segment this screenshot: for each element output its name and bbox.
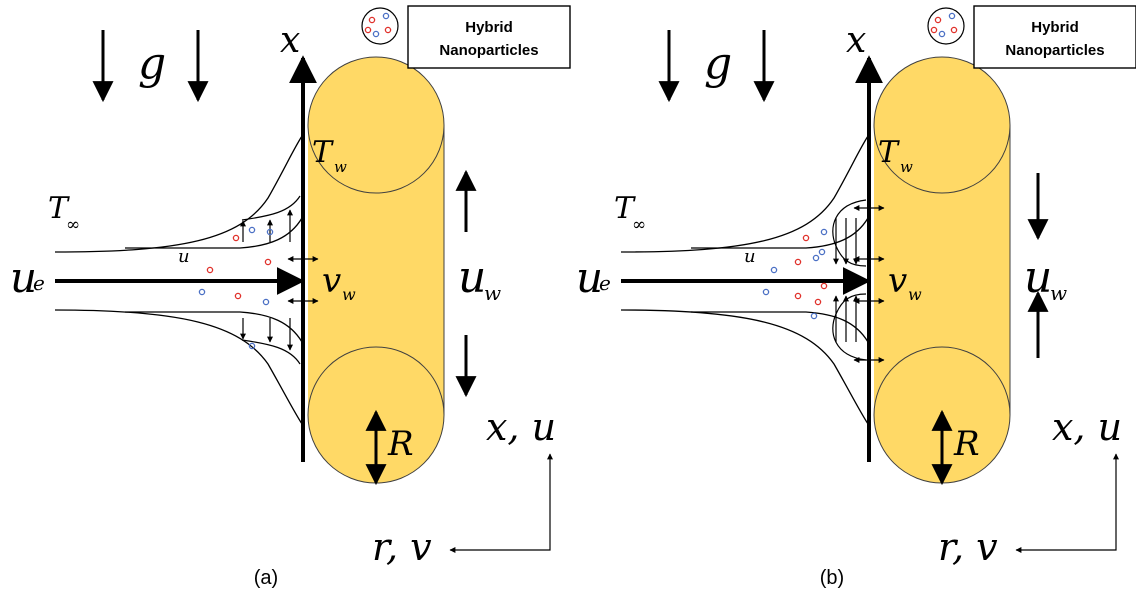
nanoparticle [206, 266, 214, 274]
nanoparticle [810, 312, 818, 320]
radius-label: R [953, 424, 980, 464]
wall-stretch-velocity-subscript: w [1050, 281, 1067, 305]
thermal-boundary-lower [54, 309, 303, 425]
wall-velocity-subscript: w [908, 285, 922, 304]
velocity-boundary-lower [125, 311, 303, 343]
ambient-temperature-label: T [48, 191, 70, 226]
legend-title-line1: Hybrid [465, 19, 513, 36]
nanoparticle [938, 30, 946, 38]
nanoparticle [232, 234, 240, 242]
ambient-temperature-subscript: ∞ [66, 215, 80, 235]
gravity-label: g [704, 38, 732, 89]
legend-title-line2: Nanoparticles [439, 42, 538, 59]
nanoparticle [812, 254, 820, 262]
cylinder-top-cap [873, 56, 1011, 194]
velocity-profile-upper [241, 195, 301, 221]
wall-temperature-subscript: w [334, 158, 347, 176]
legend-particle-icon [927, 7, 965, 45]
nanoparticle [384, 26, 392, 34]
velocity-profile-lower [832, 293, 867, 361]
velocity-profile-label: u [744, 246, 756, 267]
velocity-boundary-upper [691, 217, 869, 249]
nanoparticle [372, 30, 380, 38]
wall-stretch-velocity-subscript: w [484, 281, 501, 305]
nanoparticle [794, 258, 802, 266]
nanoparticle [820, 228, 828, 236]
coordinate-x-label: x, u [1052, 405, 1122, 449]
legend-box [407, 5, 571, 69]
coordinate-r-label: r, v [372, 525, 432, 569]
gravity-label: g [138, 38, 166, 89]
free-stream-velocity-subscript: e [599, 271, 611, 295]
free-stream-velocity-subscript: e [33, 271, 45, 295]
wall-stretch-velocity-label: u [458, 252, 486, 303]
nanoparticle [248, 226, 256, 234]
velocity-boundary-lower [691, 311, 869, 343]
nanoparticle [930, 26, 938, 34]
nanoparticle [368, 16, 376, 24]
legend-box [973, 5, 1136, 69]
velocity-profile-label: u [178, 246, 190, 267]
wall-temperature-subscript: w [900, 158, 913, 176]
wall-velocity-subscript: w [342, 285, 356, 304]
nanoparticle [818, 248, 826, 256]
free-stream-velocity-label: u [576, 253, 603, 302]
velocity-boundary-upper [125, 217, 303, 249]
nanoparticle [234, 292, 242, 300]
nanoparticle [814, 298, 822, 306]
wall-temperature-label: T [878, 135, 900, 170]
ambient-temperature-label: T [614, 191, 636, 226]
coordinate-axes [1015, 453, 1119, 553]
nanoparticle [948, 12, 956, 20]
x-axis-label: x [846, 20, 866, 61]
nanoparticle [794, 292, 802, 300]
ambient-temperature-subscript: ∞ [632, 215, 646, 235]
legend-title-line1: Hybrid [1031, 19, 1079, 36]
nanoparticle [770, 266, 778, 274]
nanoparticle [198, 288, 206, 296]
velocity-profile-lower [241, 339, 301, 365]
thermal-boundary-lower [620, 309, 869, 425]
thermal-boundary-upper [54, 135, 303, 253]
legend-particle-icon [361, 7, 399, 45]
free-stream-velocity-label: u [10, 253, 37, 302]
wall-velocity-label: v [322, 261, 341, 301]
x-axis-label: x [280, 20, 300, 61]
cylinder-top-cap [307, 56, 445, 194]
radius-label: R [387, 424, 414, 464]
coordinate-x-label: x, u [486, 405, 556, 449]
nanoparticle [364, 26, 372, 34]
wall-temperature-label: T [312, 135, 334, 170]
coordinate-axes [449, 453, 553, 553]
nanoparticle [382, 12, 390, 20]
panel-caption: (b) [820, 567, 844, 589]
nanoparticle [934, 16, 942, 24]
legend-title-line2: Nanoparticles [1005, 42, 1104, 59]
panel-caption: (a) [254, 567, 278, 589]
thermal-boundary-upper [620, 135, 869, 253]
cylinder [307, 56, 445, 484]
nanoparticle [820, 282, 828, 290]
nanoparticle [950, 26, 958, 34]
coordinate-r-label: r, v [938, 525, 998, 569]
nanoparticle [762, 288, 770, 296]
nanoparticle [266, 228, 274, 236]
nanoparticle [262, 298, 270, 306]
velocity-profile-upper [832, 199, 867, 267]
wall-velocity-label: v [888, 261, 907, 301]
nanoparticle [264, 258, 272, 266]
nanoparticle [248, 342, 256, 350]
nanoparticle [802, 234, 810, 242]
cylinder [873, 56, 1011, 484]
